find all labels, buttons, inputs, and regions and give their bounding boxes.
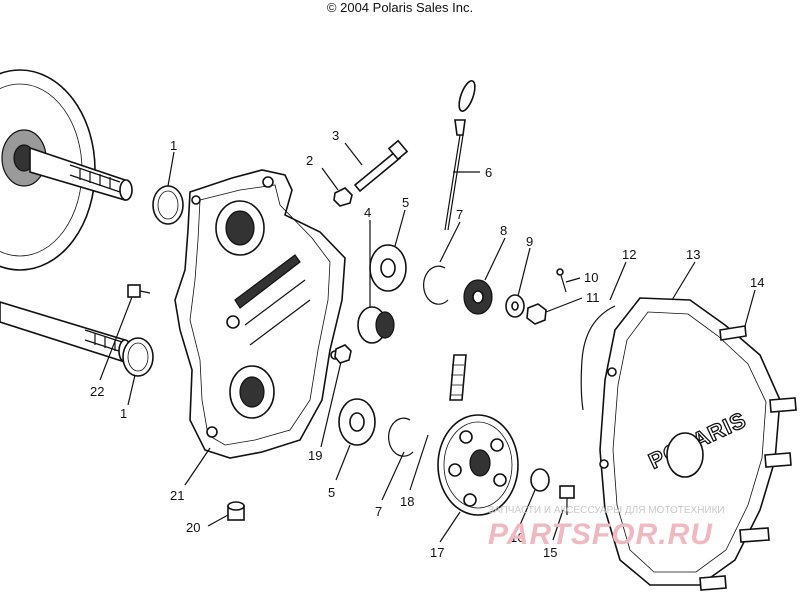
nut-2 <box>333 187 353 207</box>
pin-10 <box>556 268 567 293</box>
chaincase-housing <box>174 169 346 459</box>
callout-11: 11 <box>586 290 600 305</box>
watermark-brand: PARTSFOR.RU <box>488 518 713 551</box>
callout-7-upper: 7 <box>456 207 463 222</box>
nut-11 <box>526 303 547 325</box>
sprocket-17 <box>437 414 519 516</box>
callout-7-lower: 7 <box>375 504 382 519</box>
callout-21: 21 <box>170 488 184 503</box>
nut-19 <box>334 344 352 364</box>
callout-20: 20 <box>186 520 200 535</box>
callout-12: 12 <box>622 247 636 262</box>
tensioner-4 <box>357 306 395 344</box>
chain-18 <box>449 354 467 401</box>
cover-bolts <box>699 325 797 591</box>
watermark: ЗАПЧАСТИ И АКСЕССУАРЫ ДЛЯ МОТОТЕХНИКИ PA… <box>488 505 725 551</box>
callout-1-lower: 1 <box>120 406 127 421</box>
snap-ring-upper <box>423 265 449 305</box>
callout-14: 14 <box>750 275 764 290</box>
drive-clutch-disc <box>0 69 133 271</box>
callout-5-upper: 5 <box>402 195 409 210</box>
callout-2: 2 <box>306 153 313 168</box>
washer-16 <box>530 468 550 492</box>
callout-5-lower: 5 <box>328 485 335 500</box>
callout-4: 4 <box>364 205 371 220</box>
sprocket-8 <box>463 279 493 315</box>
watermark-tagline: ЗАПЧАСТИ И АКСЕССУАРЫ ДЛЯ МОТОТЕХНИКИ <box>488 505 725 516</box>
leader-lines <box>99 142 756 543</box>
callout-numbers: 1 2 3 4 5 6 7 8 9 10 11 12 13 14 1 22 19… <box>90 128 764 560</box>
bearing-upper <box>369 244 407 292</box>
copyright-notice: © 2004 Polaris Sales Inc. <box>326 0 474 15</box>
plug-20 <box>227 501 245 521</box>
callout-1-upper: 1 <box>170 138 177 153</box>
dipstick <box>444 80 476 231</box>
callout-15: 15 <box>543 545 557 560</box>
callout-13: 13 <box>686 247 700 262</box>
wire-12 <box>580 305 616 411</box>
callout-6: 6 <box>485 165 492 180</box>
washer-9 <box>505 294 525 318</box>
callout-16: 16 <box>510 530 524 545</box>
callout-10: 10 <box>584 270 598 285</box>
callout-3: 3 <box>332 128 339 143</box>
driven-shaft <box>0 301 132 364</box>
callout-17: 17 <box>430 545 444 560</box>
seal-upper <box>152 185 184 225</box>
chaincase-cover: POLARIS <box>599 297 781 586</box>
callout-18: 18 <box>400 494 414 509</box>
seal-lower <box>122 337 154 377</box>
callout-8: 8 <box>500 223 507 238</box>
snap-ring-lower <box>388 417 414 457</box>
bolt-15 <box>559 485 575 515</box>
callout-9: 9 <box>526 234 533 249</box>
bolt-22 <box>127 284 151 298</box>
bearing-lower <box>338 398 376 446</box>
callout-19: 19 <box>308 448 322 463</box>
bolt-3 <box>353 139 409 193</box>
callout-22: 22 <box>90 384 104 399</box>
